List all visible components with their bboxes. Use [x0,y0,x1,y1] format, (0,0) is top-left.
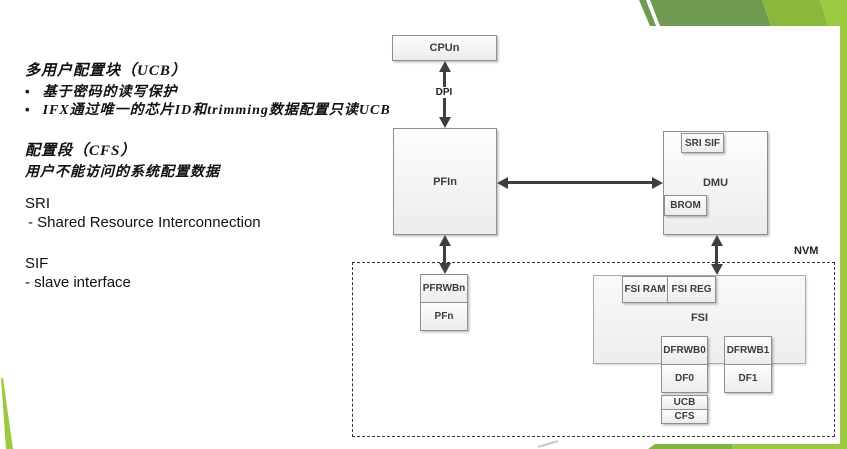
block-fsi-ram: FSI RAM [622,276,668,303]
arrow-down-icon [438,263,451,274]
top-band-olive [650,0,771,26]
bullet-icon: • [25,101,31,117]
block-dmu: DMU [663,131,768,235]
block-df0: DF0 [661,364,708,393]
arrow-pfin-pfrwbn [438,235,451,274]
top-band-sliver [639,0,656,26]
arrow-left-icon [497,176,508,189]
arrow-down-icon [438,117,451,128]
block-dfrwb1: DFRWB1 [724,336,772,365]
bottom-gray-tick [537,440,559,448]
ucb-bullet-1: • 基于密码的读写保护 [25,81,178,101]
block-dfrwb0: DFRWB0 [661,336,708,365]
arrow-pfin-dmu [497,176,663,189]
arrow-down-icon [710,264,723,275]
cfs-note-title: 配置段（CFS） [25,143,137,159]
block-fsi-reg: FSI REG [667,276,716,303]
arrow-up-icon [438,235,451,246]
cfs-note-desc: 用户不能访问的系统配置数据 [25,165,220,180]
arrow-up-icon [438,61,451,72]
dpi-bus-label: DPI [429,87,459,98]
arrow-shaft [508,181,652,184]
bottom-band-mid-green [648,444,732,449]
ucb-bullet-1-text: 基于密码的读写保护 [42,85,178,100]
top-band-mid-green [762,0,828,26]
block-pfin: PFIn [393,128,497,235]
arrow-dmu-fsi [710,235,723,275]
block-sri-sif: SRI SIF [681,133,724,153]
block-cfs: CFS [661,409,708,424]
nvm-label: NVM [794,245,819,257]
bottom-left-green-wedge [1,378,13,449]
top-band-light-green [820,0,847,26]
ucb-note-title: 多用户配置块（UCB） [25,63,187,79]
arrow-shaft [443,246,446,263]
sri-definition: - Shared Resource Interconnection [28,214,261,231]
block-cpun: CPUn [392,35,497,61]
block-pfn: PFn [420,302,468,331]
sif-abbr: SIF [25,255,49,272]
block-pfrwbn: PFRWBn [420,274,468,303]
bottom-band-light-green [732,444,847,449]
ucb-bullet-2-text: IFX通过唯一的芯片ID和trimming数据配置只读UCB [42,103,391,118]
block-brom: BROM [664,195,707,216]
arrow-right-icon [652,176,663,189]
fsi-label: FSI [690,312,709,324]
right-green-stripe [840,0,847,449]
nvm-dashed-container [352,262,835,437]
bullet-icon: • [25,83,31,99]
sri-abbr: SRI [25,195,51,212]
block-df1: DF1 [724,364,772,393]
sif-definition: - slave interface [25,274,131,291]
arrow-shaft [715,246,718,264]
ucb-bullet-2: • IFX通过唯一的芯片ID和trimming数据配置只读UCB [25,99,391,119]
arrow-up-icon [710,235,723,246]
block-ucb: UCB [661,395,708,410]
